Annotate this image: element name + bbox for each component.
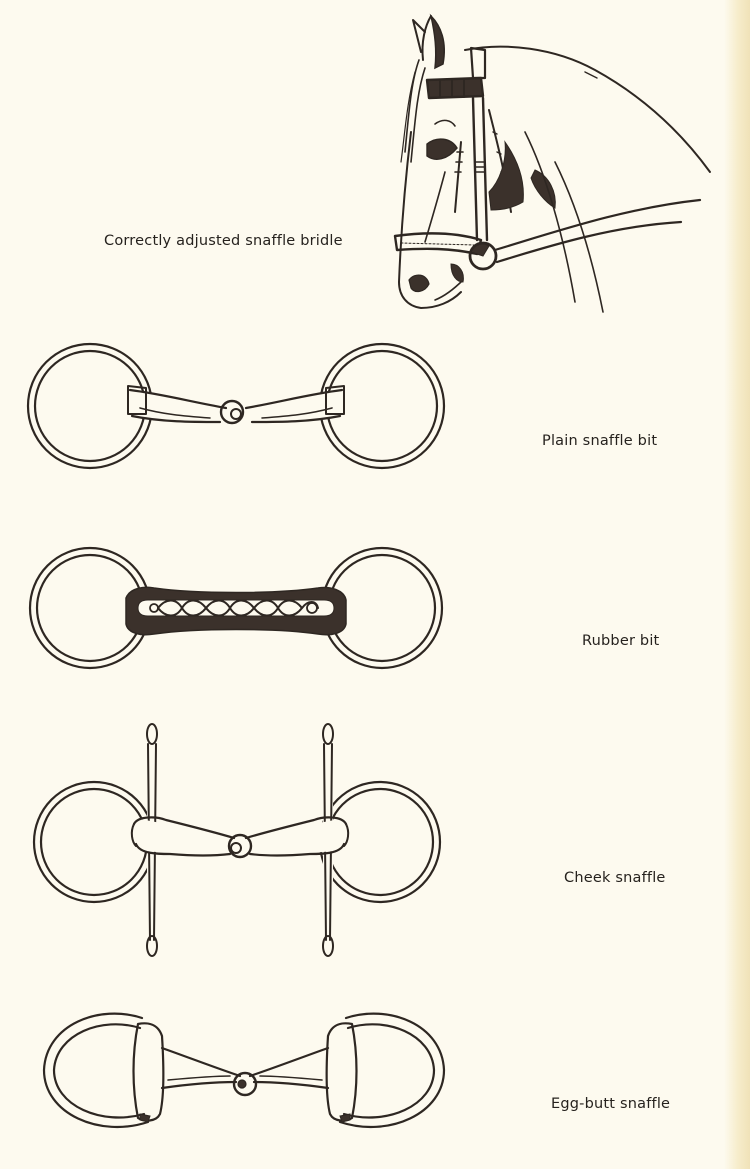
- plain-snaffle-bit-icon: [26, 342, 446, 470]
- caption-snaffle-bridle: Correctly adjusted snaffle bridle: [104, 233, 343, 249]
- caption-cheek-snaffle: Cheek snaffle: [564, 870, 666, 886]
- rubber-bit-illustration: [26, 540, 451, 675]
- cheek-snaffle-bit-icon: [32, 723, 442, 957]
- cheek-snaffle-illustration: [30, 720, 450, 960]
- horse-head-icon: [393, 13, 711, 313]
- caption-egg-butt-snaffle: Egg-butt snaffle: [551, 1096, 671, 1112]
- page-gutter-shading: [724, 0, 750, 1169]
- egg-butt-snaffle-illustration: [40, 998, 450, 1138]
- plain-snaffle-illustration: [22, 338, 452, 473]
- caption-plain-snaffle: Plain snaffle bit: [542, 433, 658, 449]
- rubber-bit-icon: [28, 546, 444, 670]
- horse-bridle-illustration: [385, 12, 715, 317]
- egg-butt-snaffle-bit-icon: [42, 1012, 446, 1129]
- caption-rubber-bit: Rubber bit: [582, 633, 660, 649]
